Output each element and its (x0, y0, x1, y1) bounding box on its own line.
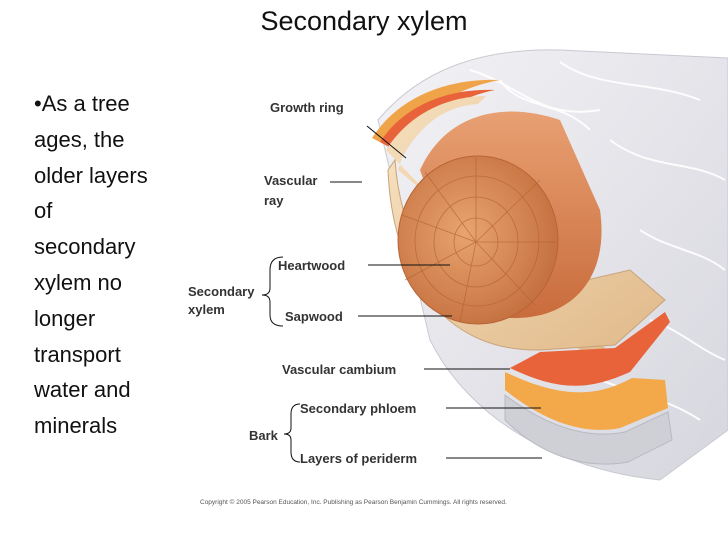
bullet-line: xylem no (34, 269, 123, 295)
label-growth-ring: Growth ring (270, 100, 344, 115)
bullet-line: older layers (34, 162, 148, 188)
leader-lines (261, 125, 542, 463)
periderm-band (504, 394, 673, 465)
label-secondary-phloem: Secondary phloem (300, 401, 416, 416)
vascular-cambium-band (510, 312, 670, 386)
label-vascular-ray-line2: ray (264, 193, 284, 208)
secondary-phloem-band (505, 372, 668, 430)
bullet-line: longer (34, 305, 96, 331)
bullet-line: of (34, 198, 53, 224)
bullet-line: ages, the (34, 126, 125, 152)
label-heartwood: Heartwood (278, 258, 345, 273)
bullet-line: •As a tree (34, 91, 130, 116)
bullet-line: water and (34, 377, 131, 403)
label-secondary-xylem-line2: xylem (188, 302, 225, 317)
label-vascular-cambium: Vascular cambium (282, 362, 396, 377)
label-vascular-ray-line1: Vascular (264, 173, 318, 188)
label-layers-of-periderm: Layers of periderm (300, 451, 417, 466)
label-secondary-xylem-line1: Secondary (188, 284, 255, 299)
bullet-line: transport (34, 341, 121, 367)
bullet-text: •As a tree ages, the older layers of sec… (34, 86, 184, 444)
copyright-notice: Copyright © 2005 Pearson Education, Inc.… (200, 498, 507, 506)
slide-title: Secondary xylem (260, 6, 468, 36)
heartwood-cylinder (397, 111, 602, 325)
bullet-line: secondary (34, 234, 136, 260)
label-sapwood: Sapwood (285, 309, 343, 324)
label-bark: Bark (249, 428, 279, 443)
bullet-line: minerals (34, 413, 118, 439)
